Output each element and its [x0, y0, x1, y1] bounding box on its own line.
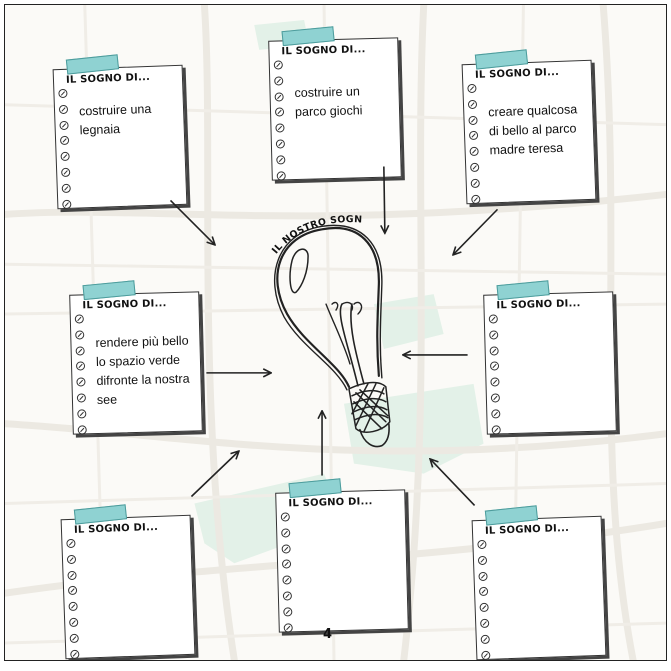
bulb-label: IL NOSTRO SOGNO	[5, 5, 363, 256]
arrow-icon	[384, 166, 385, 233]
diagram-overlay: IL NOSTRO SOGNO	[5, 5, 499, 507]
arrow-icon	[431, 460, 476, 507]
light-bulb-icon	[274, 224, 391, 448]
page-number: 4	[323, 627, 333, 642]
arrow-icon	[190, 452, 238, 498]
arrow-icon	[169, 199, 215, 244]
worksheet-page: IL SOGNO DI... costruire una legnaia IL …	[4, 4, 667, 661]
arrow-icon	[454, 208, 499, 254]
